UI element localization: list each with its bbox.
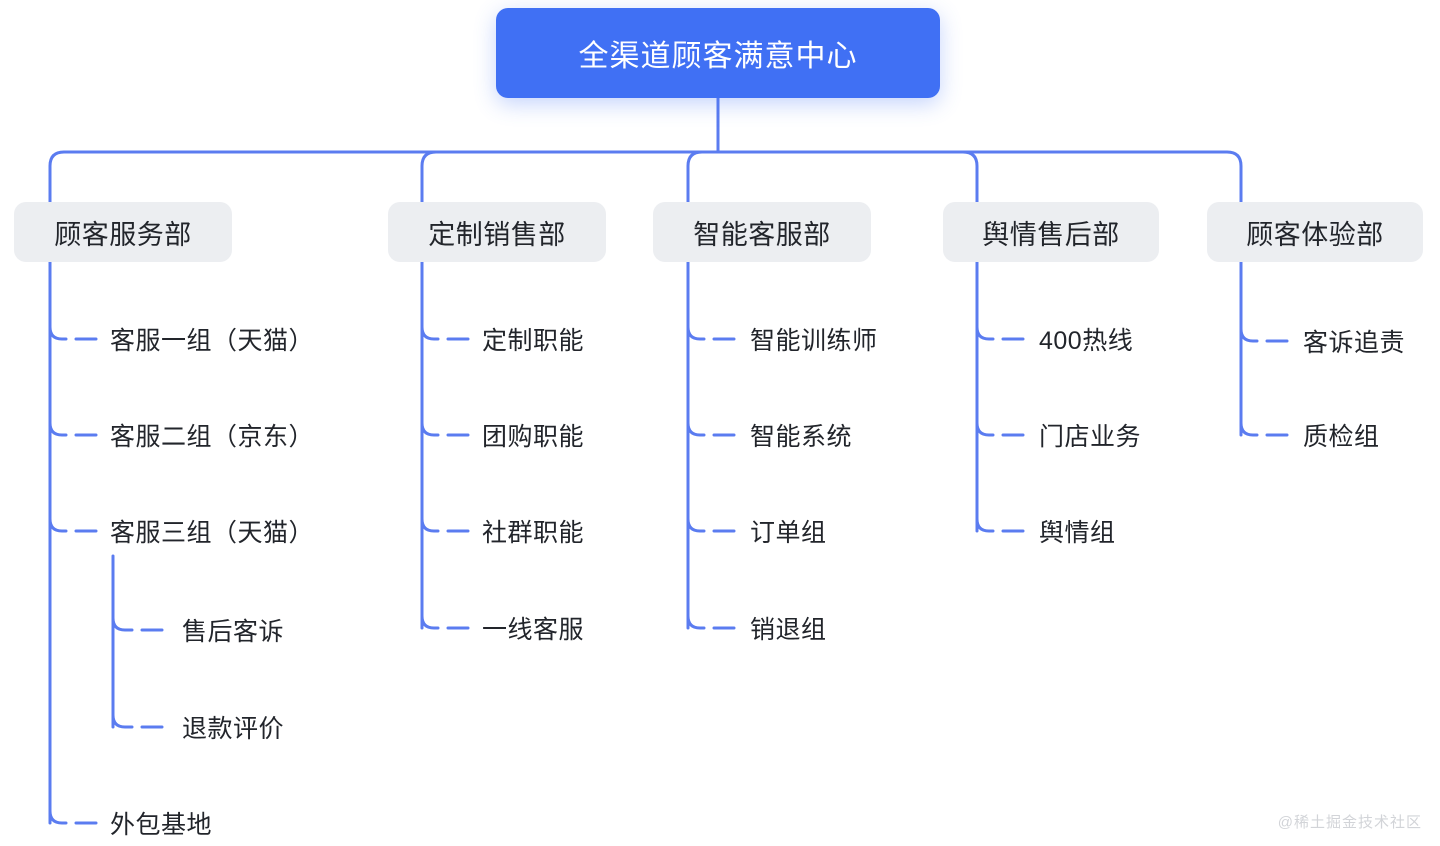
elbow-dept-sentiment-aftersales-1 [975, 421, 995, 437]
leaf-node[interactable]: 智能系统 [750, 423, 853, 451]
leaf-node[interactable]: 定制职能 [482, 327, 585, 355]
leaf-node[interactable]: 客诉追责 [1303, 329, 1406, 357]
dept-customer-service[interactable]: 顾客服务部 [14, 202, 232, 262]
leaf-node[interactable]: 外包基地 [110, 811, 213, 839]
elbow-dept-custom-sales-1 [420, 421, 440, 437]
leaf-node[interactable]: 舆情组 [1039, 519, 1116, 547]
bus-branch-dept-smart-service [686, 150, 720, 204]
elbow-dept-custom-sales-2 [420, 517, 440, 533]
leaf-node[interactable]: 门店业务 [1039, 423, 1142, 451]
elbow-dept-customer-experience-0 [1239, 327, 1259, 343]
leaf-node[interactable]: 销退组 [750, 616, 827, 644]
elbow-dept-customer-service-0 [48, 325, 68, 341]
sub-elbow-dept-customer-service-2-1 [111, 713, 134, 729]
leaf-node[interactable]: 智能训练师 [750, 327, 878, 355]
elbow-dept-customer-service-3 [48, 809, 68, 825]
elbow-dept-smart-service-1 [686, 421, 706, 437]
leaf-node[interactable]: 质检组 [1303, 423, 1380, 451]
leaf-node[interactable]: 400热线 [1039, 327, 1134, 355]
dept-custom-sales[interactable]: 定制销售部 [388, 202, 606, 262]
bus-branch-dept-custom-sales [420, 150, 720, 204]
bus-branch-dept-sentiment-aftersales [716, 150, 979, 204]
elbow-dept-smart-service-2 [686, 517, 706, 533]
elbow-dept-sentiment-aftersales-2 [975, 517, 995, 533]
leaf-node[interactable]: 团购职能 [482, 423, 585, 451]
leaf-node[interactable]: 客服一组（天猫） [110, 327, 315, 355]
elbow-dept-smart-service-3 [686, 614, 706, 630]
leaf-node[interactable]: 社群职能 [482, 519, 585, 547]
root-node[interactable]: 全渠道顾客满意中心 [496, 8, 940, 98]
bus-branch-dept-customer-experience [716, 150, 1243, 204]
elbow-dept-custom-sales-0 [420, 325, 440, 341]
elbow-dept-custom-sales-3 [420, 614, 440, 630]
sub-leaf-node[interactable]: 售后客诉 [182, 618, 285, 646]
leaf-node[interactable]: 订单组 [750, 519, 827, 547]
elbow-dept-customer-service-1 [48, 421, 68, 437]
dept-smart-service[interactable]: 智能客服部 [653, 202, 871, 262]
bus-branch-dept-customer-service [48, 150, 720, 204]
sub-elbow-dept-customer-service-2-0 [111, 616, 134, 632]
elbow-dept-customer-service-2 [48, 517, 68, 533]
leaf-node[interactable]: 客服二组（京东） [110, 423, 315, 451]
leaf-node[interactable]: 客服三组（天猫） [110, 519, 315, 547]
elbow-dept-customer-experience-1 [1239, 421, 1259, 437]
elbow-dept-smart-service-0 [686, 325, 706, 341]
leaf-node[interactable]: 一线客服 [482, 616, 585, 644]
elbow-dept-sentiment-aftersales-0 [975, 325, 995, 341]
dept-customer-experience[interactable]: 顾客体验部 [1207, 202, 1423, 262]
watermark: @稀土掘金技术社区 [1277, 814, 1422, 831]
sub-leaf-node[interactable]: 退款评价 [182, 715, 285, 743]
dept-sentiment-aftersales[interactable]: 舆情售后部 [943, 202, 1159, 262]
